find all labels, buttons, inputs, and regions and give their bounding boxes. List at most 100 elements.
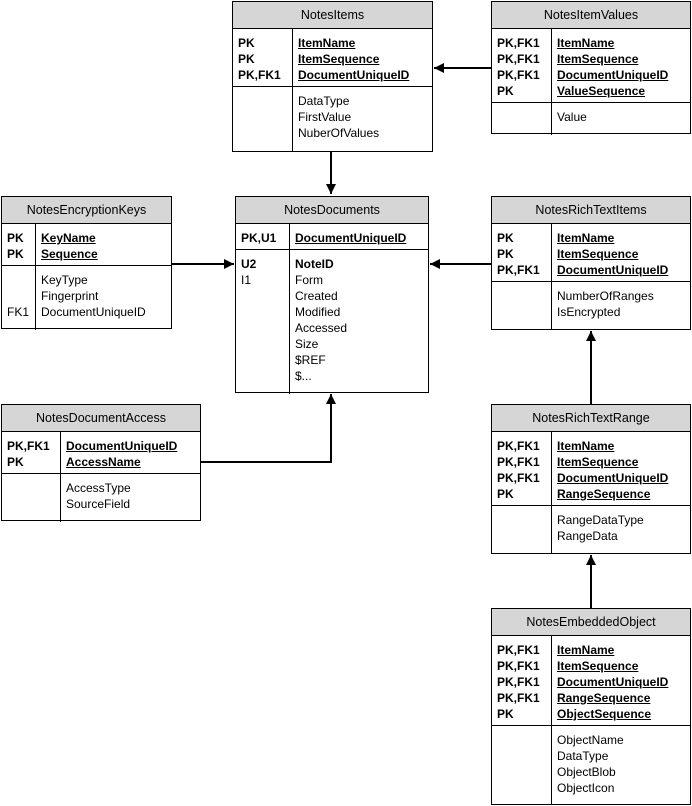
key-marker: FK1 bbox=[7, 305, 30, 319]
key-field: DocumentUniqueID bbox=[557, 263, 669, 277]
key-field: ItemName bbox=[557, 439, 615, 453]
attribute-field: SourceField bbox=[66, 497, 131, 511]
key-marker-column bbox=[492, 726, 551, 805]
attribute-field: DataType bbox=[557, 749, 609, 763]
key-marker-column bbox=[492, 506, 551, 554]
field-name-column: Value bbox=[551, 103, 690, 135]
key-marker: PK,FK1 bbox=[497, 643, 540, 657]
key-marker: PK,FK1 bbox=[497, 659, 540, 673]
key-field: ItemSequence bbox=[298, 52, 380, 66]
attribute-field: DocumentUniqueID bbox=[41, 305, 146, 319]
attribute-field: NoteID bbox=[295, 257, 334, 271]
attribute-field: DataType bbox=[298, 94, 350, 108]
attribute-field: Size bbox=[295, 337, 319, 351]
attribute-field: Modified bbox=[295, 305, 341, 319]
key-marker bbox=[497, 512, 551, 528]
entity-title: NotesItems bbox=[233, 2, 432, 29]
key-marker: PK bbox=[238, 52, 255, 66]
key-marker: PK,FK1 bbox=[497, 52, 540, 66]
key-field: DocumentUniqueID bbox=[557, 675, 669, 689]
entity-title: NotesItemValues bbox=[492, 2, 690, 29]
field-name-column: DocumentUniqueID bbox=[289, 224, 428, 249]
attribute-field: Created bbox=[295, 289, 338, 303]
key-marker: PK,FK1 bbox=[497, 675, 540, 689]
key-field: RangeSequence bbox=[557, 691, 651, 705]
key-marker bbox=[238, 125, 292, 141]
key-field: DocumentUniqueID bbox=[557, 471, 669, 485]
key-marker: PK,FK1 bbox=[497, 691, 540, 705]
attribute-field: KeyType bbox=[41, 273, 88, 287]
key-marker bbox=[241, 288, 289, 304]
attribute-field: RangeDataType bbox=[557, 513, 644, 527]
key-marker bbox=[497, 732, 551, 748]
key-marker bbox=[497, 748, 551, 764]
key-marker bbox=[7, 496, 60, 512]
attribute-field: NuberOfValues bbox=[298, 126, 380, 140]
key-marker: PK bbox=[497, 247, 514, 261]
key-marker: PK bbox=[497, 707, 514, 721]
key-field: DocumentUniqueID bbox=[295, 231, 407, 245]
key-marker: PK bbox=[497, 487, 514, 501]
entity-title: NotesRichTextRange bbox=[492, 405, 690, 432]
key-marker bbox=[238, 93, 292, 109]
key-marker bbox=[241, 304, 289, 320]
key-field: ItemName bbox=[557, 231, 615, 245]
key-marker bbox=[497, 780, 551, 796]
key-field: ObjectSequence bbox=[557, 707, 652, 721]
key-marker: PK,FK1 bbox=[497, 68, 540, 82]
attribute-field: $... bbox=[295, 369, 312, 383]
entity-title: NotesEncryptionKeys bbox=[2, 197, 171, 224]
key-field: ItemName bbox=[557, 36, 615, 50]
key-marker bbox=[241, 336, 289, 352]
key-marker-column bbox=[492, 282, 551, 330]
key-field: Sequence bbox=[41, 247, 98, 261]
key-marker: PK,FK1 bbox=[497, 455, 540, 469]
attribute-field: AccessType bbox=[66, 481, 131, 495]
attribute-field: Form bbox=[295, 273, 323, 287]
key-field: DocumentUniqueID bbox=[66, 439, 178, 453]
key-marker: PK,FK1 bbox=[7, 439, 50, 453]
key-field: ItemSequence bbox=[557, 455, 639, 469]
attribute-field: NumberOfRanges bbox=[557, 289, 654, 303]
key-marker: PK,FK1 bbox=[238, 68, 281, 82]
key-marker bbox=[241, 368, 289, 384]
attribute-field: $REF bbox=[295, 353, 326, 367]
key-marker: PK,FK1 bbox=[497, 36, 540, 50]
entity-title: NotesDocumentAccess bbox=[2, 405, 200, 432]
key-field: ItemSequence bbox=[557, 52, 639, 66]
key-field: ItemSequence bbox=[557, 247, 639, 261]
